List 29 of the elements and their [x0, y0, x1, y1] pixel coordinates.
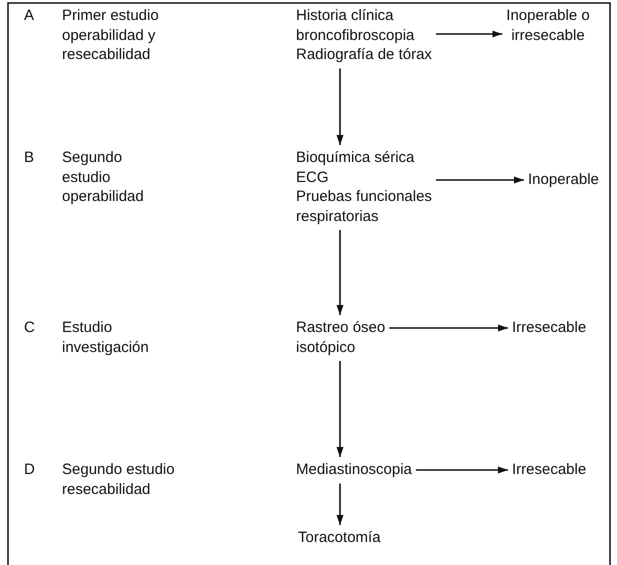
node-text: Irresecable — [512, 460, 586, 480]
step-title: Estudio investigación — [62, 318, 150, 357]
node-text: Inoperable o irresecable — [505, 6, 591, 45]
arrow — [416, 466, 508, 474]
arrow — [436, 30, 502, 38]
arrow — [336, 230, 344, 315]
arrow — [389, 324, 508, 332]
step-letter: D — [24, 460, 35, 480]
arrow — [436, 176, 524, 184]
node-text: Historia clínica — [296, 6, 395, 26]
arrow — [336, 484, 344, 525]
node-text: broncofibroscopia — [296, 26, 416, 45]
step-letter: C — [24, 318, 35, 338]
node-text: ECG — [296, 168, 330, 187]
step-letter: A — [24, 6, 34, 26]
arrow — [336, 68, 344, 145]
step-title: Segundo estudio resecabilidad — [62, 460, 176, 499]
node-text: Pruebas funcionales respiratorias — [296, 187, 433, 226]
arrow — [336, 361, 344, 457]
node-text: Inoperable — [528, 170, 599, 190]
node-text: Mediastinoscopia — [296, 460, 412, 480]
step-title: Segundo estudio operabilidad — [62, 148, 145, 206]
node-text: Bioquímica sérica — [296, 148, 416, 168]
node-text: Rastreo óseo isotópico — [296, 318, 386, 357]
node-text: Radiografía de tórax — [296, 45, 432, 64]
step-title: Primer estudio operabilidad y resecabilidad — [62, 6, 160, 64]
node-text: Irresecable — [512, 318, 586, 338]
step-letter: B — [24, 148, 34, 168]
node-text: Toracotomía — [298, 528, 381, 548]
